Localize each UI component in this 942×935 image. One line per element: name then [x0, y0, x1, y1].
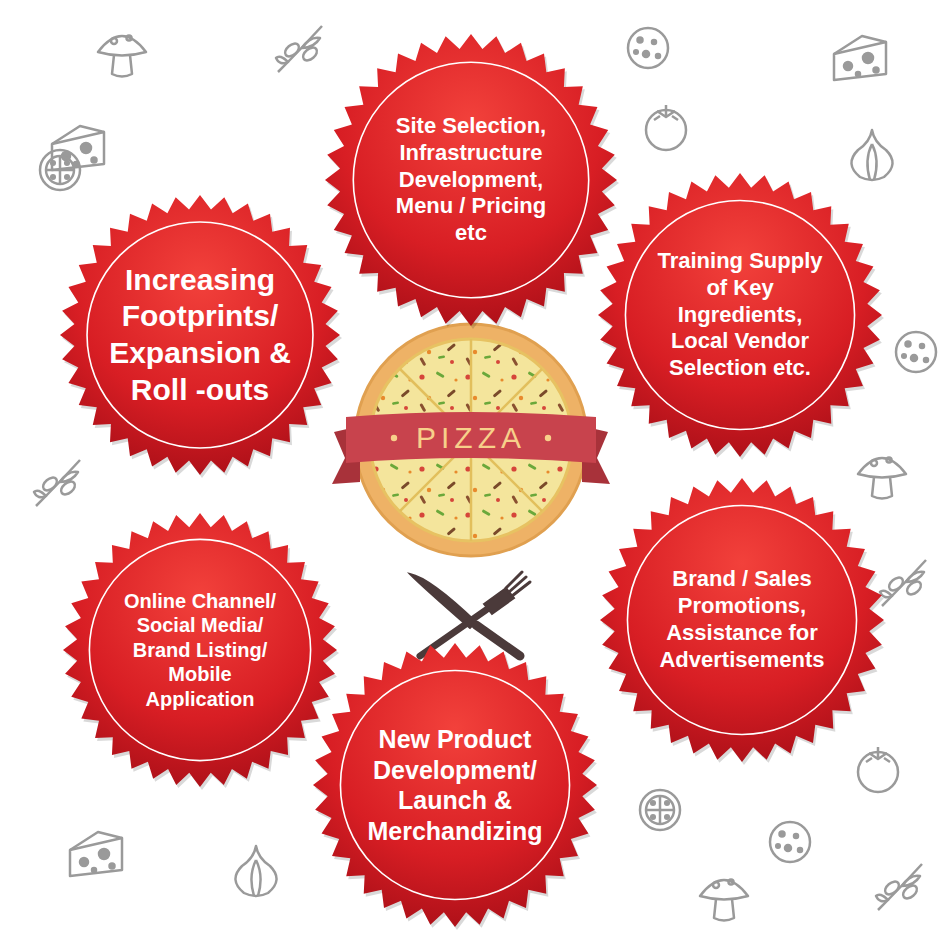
inner-ring — [89, 539, 310, 760]
badge-text: Site Selection, Infrastructure Developme… — [387, 113, 555, 247]
starburst-fill — [598, 173, 882, 457]
badge-text: Training Supply of Key Ingredients, Loca… — [654, 248, 826, 382]
olive-doodle — [876, 864, 922, 910]
inner-ring — [625, 200, 854, 429]
tomato-slice-doodle — [40, 150, 80, 190]
starburst-fill — [600, 478, 884, 762]
pizza-banner: PIZZA — [346, 411, 596, 465]
badge-text-wrap: New Product Development/ Launch & Mercha… — [310, 640, 600, 930]
starburst-badge: Site Selection, Infrastructure Developme… — [322, 31, 620, 329]
starburst-shape — [57, 192, 343, 478]
garlic-doodle — [851, 130, 892, 180]
olive-doodle — [276, 26, 322, 72]
inner-ring — [353, 62, 588, 297]
badge-text-wrap: Increasing Footprints/ Expansion & Roll … — [57, 192, 343, 478]
badge-text: Online Channel/ Social Media/ Brand List… — [116, 589, 284, 711]
inner-ring — [340, 670, 569, 899]
garlic-doodle — [235, 846, 276, 896]
tomato-doodle — [646, 105, 686, 150]
starburst-fill — [325, 34, 617, 326]
olive-doodle — [34, 460, 80, 506]
cheese-doodle — [70, 832, 122, 876]
badge-text-wrap: Site Selection, Infrastructure Developme… — [322, 31, 620, 329]
badge-text: New Product Development/ Launch & Mercha… — [359, 724, 551, 846]
ribbon-dot — [391, 435, 397, 441]
badge-text-wrap: Brand / Sales Promotions, Assistance for… — [597, 475, 887, 765]
starburst-badge: Brand / Sales Promotions, Assistance for… — [597, 475, 887, 765]
cheese-doodle — [834, 36, 886, 80]
badge-text-wrap: Online Channel/ Social Media/ Brand List… — [60, 510, 340, 790]
inner-ring — [87, 222, 313, 448]
pepperoni-doodle — [896, 332, 936, 372]
starburst-fill — [63, 513, 337, 787]
banner-text-wrap: PIZZA — [346, 411, 596, 465]
banner-text: PIZZA — [416, 423, 526, 453]
starburst-badge: Training Supply of Key Ingredients, Loca… — [595, 170, 885, 460]
badge-text-wrap: Training Supply of Key Ingredients, Loca… — [595, 170, 885, 460]
ribbon-dot — [545, 435, 551, 441]
badge-text: Increasing Footprints/ Expansion & Roll … — [98, 262, 303, 408]
starburst-fill — [60, 195, 340, 475]
badge-text: Brand / Sales Promotions, Assistance for… — [653, 566, 831, 673]
mushroom-doodle — [858, 458, 906, 499]
knife-and-fork — [410, 572, 530, 656]
inner-ring — [627, 505, 856, 734]
starburst-badge: New Product Development/ Launch & Mercha… — [310, 640, 600, 930]
pizza-illustration — [332, 324, 610, 556]
tomato-slice-doodle — [640, 790, 680, 830]
mushroom-doodle — [700, 880, 748, 921]
pepperoni-doodle — [770, 822, 810, 862]
starburst-badge: Online Channel/ Social Media/ Brand List… — [60, 510, 340, 790]
food-doodles — [34, 26, 936, 921]
starburst-fill — [313, 643, 597, 927]
starburst-badge: Increasing Footprints/ Expansion & Roll … — [57, 192, 343, 478]
starburst-shape — [310, 640, 600, 930]
mushroom-doodle — [98, 36, 146, 77]
olive-doodle — [880, 560, 926, 606]
tomato-doodle — [858, 747, 898, 792]
pepperoni-doodle — [628, 28, 668, 68]
ribbon-band — [346, 412, 596, 463]
